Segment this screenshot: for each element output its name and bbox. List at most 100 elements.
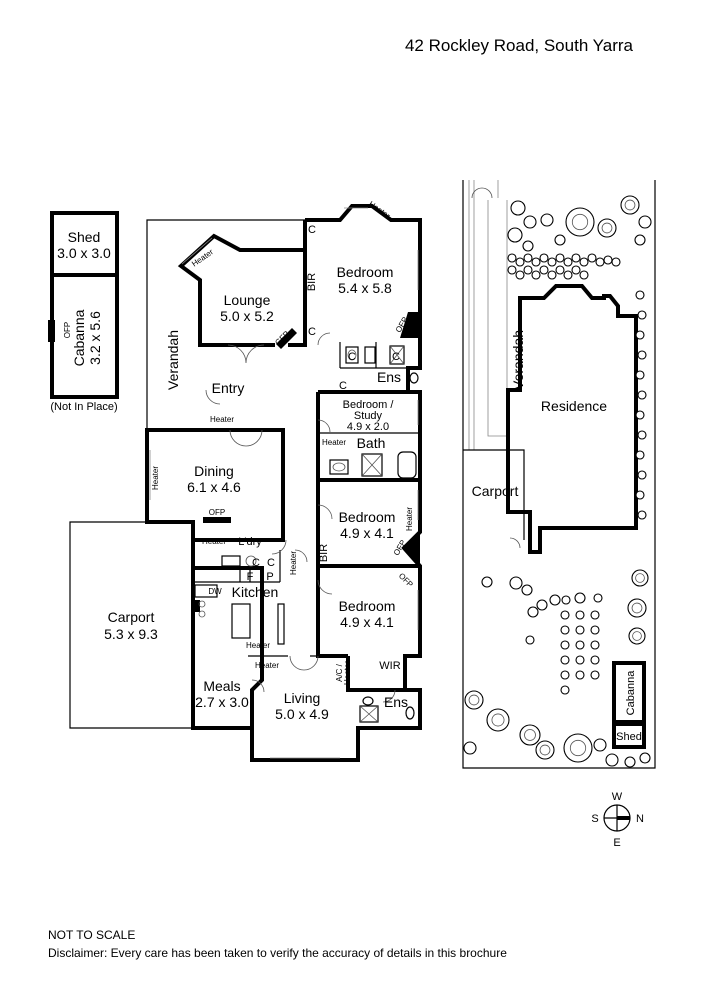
tree-42 xyxy=(637,430,647,440)
main-house: Lounge 5.0 x 5.2 Bedroom 5.4 x 5.8 Bedro… xyxy=(69,199,422,762)
heater-label-bath: Heater xyxy=(322,438,346,447)
tree-62 xyxy=(575,655,585,665)
driveway xyxy=(487,200,508,437)
heater-label-laundry: Heater xyxy=(202,537,226,546)
tree-15 xyxy=(539,253,549,263)
tree-8 xyxy=(620,195,640,215)
tree-73 xyxy=(627,598,647,618)
compass-s: S xyxy=(591,813,598,825)
tree-72 xyxy=(631,569,649,587)
ens2-label: Ens xyxy=(384,694,408,710)
tree-75 xyxy=(481,576,493,588)
site-verandah-label: Verandah xyxy=(510,330,526,390)
tree-35 xyxy=(635,290,645,300)
tree-28 xyxy=(531,270,541,280)
tree-25 xyxy=(507,265,517,275)
tree-70 xyxy=(525,635,535,645)
tree-24 xyxy=(611,257,621,267)
living-label: Living xyxy=(284,690,321,706)
tree-55 xyxy=(560,640,570,650)
tree-38 xyxy=(637,350,647,360)
tree-0 xyxy=(510,200,526,216)
compass-w: W xyxy=(612,791,623,803)
carport-dims: 5.3 x 9.3 xyxy=(104,626,158,642)
cupboard-label-5: C xyxy=(339,380,347,392)
bedroom1-dims: 5.4 x 5.8 xyxy=(338,280,392,296)
cupboard-label-3: C xyxy=(348,351,356,363)
tree-inner-72 xyxy=(635,573,645,583)
tree-4 xyxy=(540,213,554,227)
tree-68 xyxy=(590,670,600,680)
tree-84 xyxy=(593,738,607,752)
tree-45 xyxy=(635,490,645,500)
bedroom2-dims: 4.9 x 4.1 xyxy=(340,525,394,541)
shed-dims: 3.0 x 3.0 xyxy=(57,245,111,261)
bir-label-bedroom1: BIR xyxy=(306,273,318,291)
tree-37 xyxy=(635,330,645,340)
tree-40 xyxy=(637,390,647,400)
tree-60 xyxy=(575,625,585,635)
tree-12 xyxy=(515,257,525,267)
ac-heater-label-2: Heater xyxy=(343,661,352,685)
tree-29 xyxy=(539,265,549,275)
disclaimer: Disclaimer: Every care has been taken to… xyxy=(48,946,507,960)
tree-80 xyxy=(563,733,593,763)
site-boundary xyxy=(462,180,656,769)
tree-59 xyxy=(575,610,585,620)
property-address: 42 Rockley Road, South Yarra xyxy=(404,36,633,55)
tree-17 xyxy=(555,253,565,263)
kitchen-label: Kitchen xyxy=(232,584,279,600)
carport-label: Carport xyxy=(108,609,155,625)
heater-label-meals: Heater xyxy=(255,661,279,670)
shed-outline xyxy=(50,211,119,277)
site-shed xyxy=(612,722,646,749)
doors xyxy=(205,332,396,703)
interior-walls xyxy=(193,255,420,692)
tree-64 xyxy=(590,610,600,620)
tree-7 xyxy=(597,218,617,238)
ens1-label: Ens xyxy=(377,369,401,385)
tree-30 xyxy=(547,270,557,280)
cabanna-label: Cabanna xyxy=(71,309,87,366)
tree-33 xyxy=(571,265,581,275)
compass: W N S E xyxy=(591,791,644,849)
tree-16 xyxy=(547,257,557,267)
bedroom3-dims: 4.9 x 4.1 xyxy=(340,614,394,630)
tree-13 xyxy=(523,253,533,263)
cupboard-label-6: C xyxy=(252,557,260,569)
residence-outline xyxy=(506,284,638,554)
kitchen-fixtures xyxy=(194,555,285,645)
tree-2 xyxy=(507,227,523,243)
tree-46 xyxy=(637,510,647,520)
compass-e: E xyxy=(613,837,620,849)
tree-74 xyxy=(628,627,646,645)
compass-north-pointer xyxy=(617,816,630,820)
cupboard-label-1: C xyxy=(308,224,316,236)
outbuildings: Shed 3.0 x 3.0 OFP Cabanna 3.2 x 5.6 (No… xyxy=(48,211,119,413)
living-dims: 5.0 x 4.9 xyxy=(275,706,329,722)
lounge-dims: 5.0 x 5.2 xyxy=(220,308,274,324)
lounge-label: Lounge xyxy=(224,292,271,308)
tree-66 xyxy=(590,640,600,650)
tree-57 xyxy=(560,670,570,680)
tree-34 xyxy=(579,270,589,280)
ofp-label-bedroom3: OFP xyxy=(397,571,415,589)
laundry-label: L'dry xyxy=(238,536,262,548)
tree-77 xyxy=(486,708,510,732)
tree-49 xyxy=(549,594,561,606)
tree-63 xyxy=(575,670,585,680)
heater-label-lounge: Heater xyxy=(190,247,215,268)
tree-19 xyxy=(571,253,581,263)
tree-inner-80 xyxy=(569,739,587,757)
tree-43 xyxy=(635,450,645,460)
site-cabanna-label: Cabanna xyxy=(625,670,637,716)
tree-56 xyxy=(560,655,570,665)
tree-67 xyxy=(590,655,600,665)
tree-51 xyxy=(574,592,586,604)
sanitary-fixtures xyxy=(329,345,419,723)
lounge-walls xyxy=(177,220,307,347)
tree-39 xyxy=(635,370,645,380)
compass-n: N xyxy=(636,813,644,825)
tree-65 xyxy=(590,625,600,635)
